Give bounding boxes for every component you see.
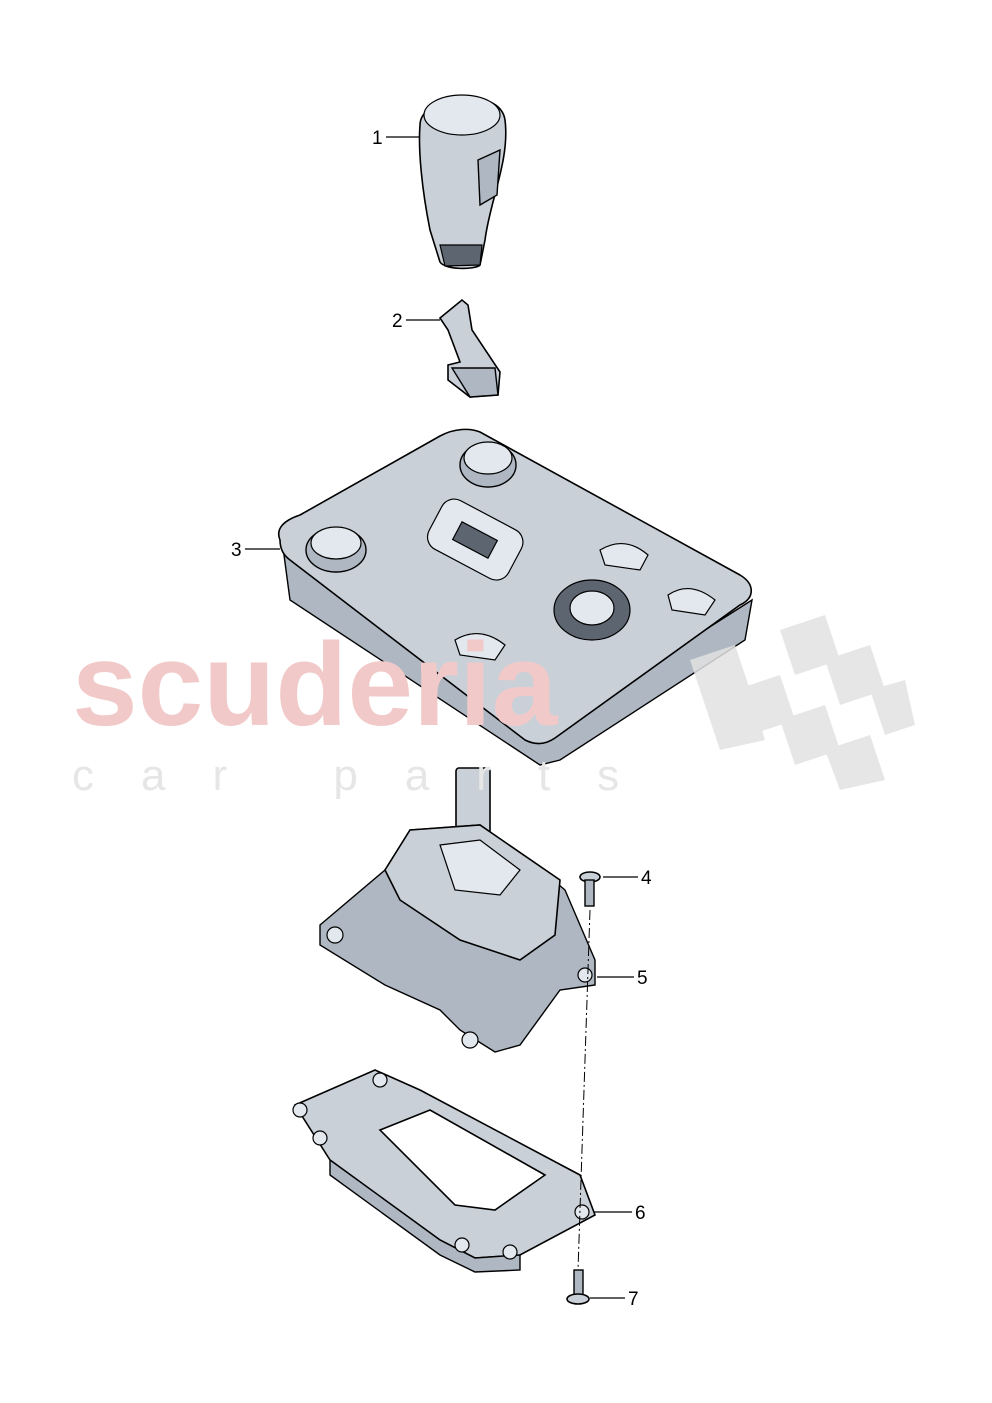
part-2-clip[interactable]: [438, 298, 501, 398]
assembly-axis-line: [577, 909, 591, 1271]
callout-2[interactable]: 2: [392, 311, 440, 332]
callout-number: 5: [637, 968, 648, 989]
watermark: scuderia car parts: [72, 615, 915, 800]
part-7-screw[interactable]: [566, 1269, 590, 1305]
callout-5[interactable]: 5: [597, 968, 648, 989]
part-1-gear-knob[interactable]: [418, 94, 507, 270]
part-3-console-control-panel[interactable]: [278, 428, 753, 766]
callout-number: 6: [635, 1203, 646, 1224]
callout-3[interactable]: 3: [231, 540, 280, 561]
callout-number: 4: [641, 868, 652, 889]
callout-number: 7: [628, 1289, 639, 1310]
watermark-brand: scuderia: [72, 619, 559, 751]
callout-1[interactable]: 1: [372, 128, 420, 149]
callout-number: 3: [231, 540, 242, 561]
callout-4[interactable]: 4: [603, 868, 652, 889]
part-6-mounting-frame[interactable]: [292, 1069, 596, 1273]
part-5-gear-selector-mechanism[interactable]: [319, 767, 596, 1053]
callout-7[interactable]: 7: [590, 1289, 639, 1310]
watermark-tagline: car parts: [72, 751, 666, 800]
callout-6[interactable]: 6: [594, 1203, 646, 1224]
callout-number: 2: [392, 311, 403, 332]
callout-number: 1: [372, 128, 383, 149]
checkered-flag-logo: [690, 615, 915, 790]
part-4-screw[interactable]: [579, 871, 601, 907]
